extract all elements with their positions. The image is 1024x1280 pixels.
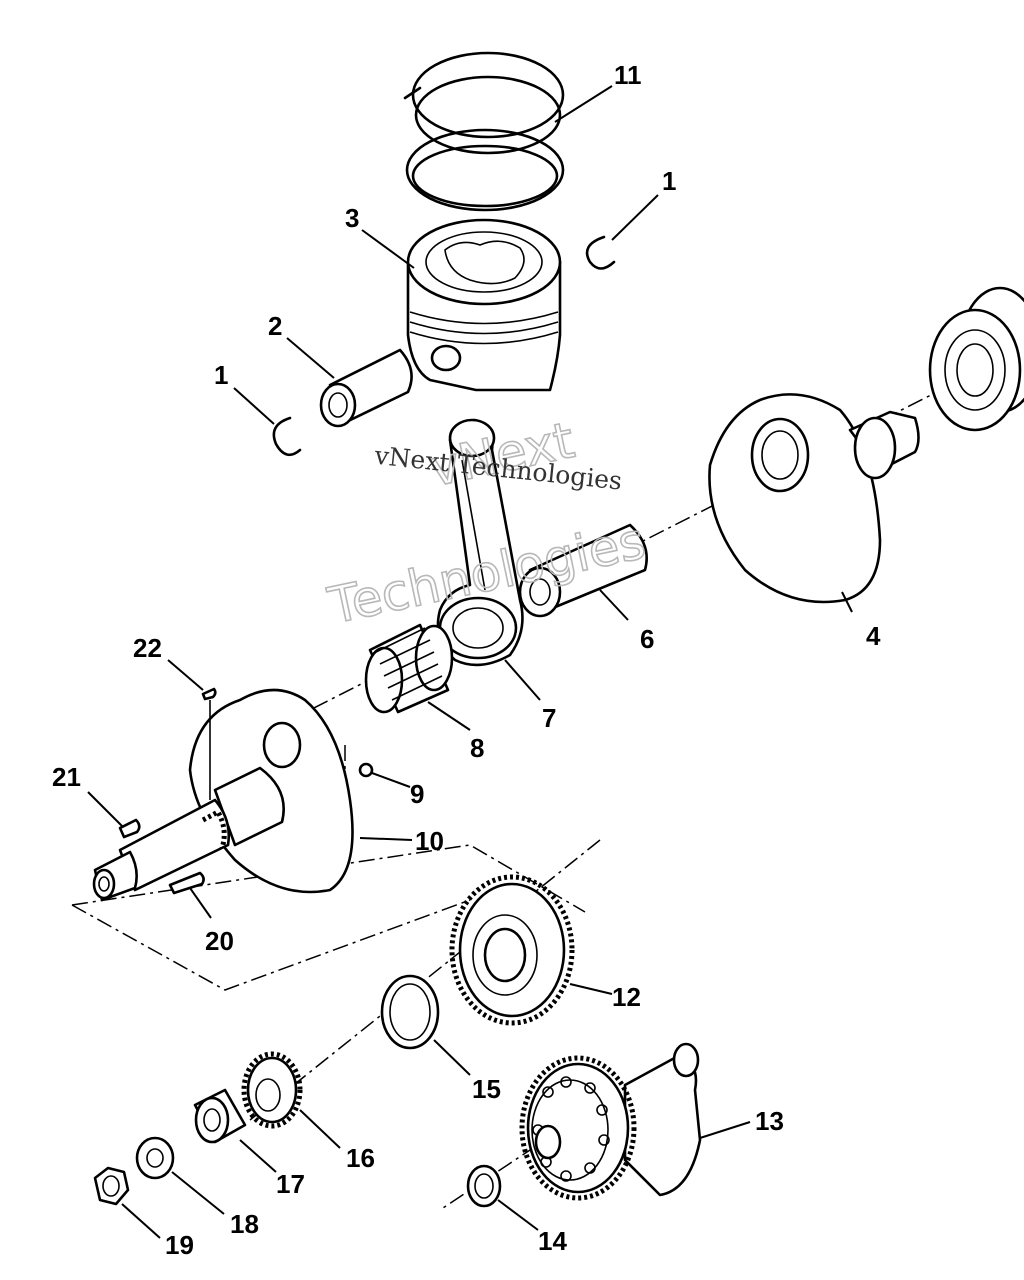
crank-gear — [449, 874, 575, 1026]
callout-8: 7 — [542, 703, 556, 733]
callout-13: 13 — [755, 1106, 784, 1136]
balancer-sprocket — [241, 1051, 303, 1129]
callout-3: 3 — [345, 203, 359, 233]
balancer-washer — [466, 1164, 502, 1208]
thrust-washer — [380, 974, 440, 1050]
callout-15: 15 — [472, 1074, 501, 1104]
circlip-right — [585, 235, 616, 270]
callout-21: 21 — [52, 762, 81, 792]
callout-20: 20 — [205, 926, 234, 956]
dowel-pin — [358, 762, 374, 778]
callout-1-right: 1 — [662, 166, 676, 196]
needle-bearing — [364, 623, 454, 714]
circlip-left — [272, 416, 302, 457]
callout-labels: 11 1 3 2 1 4 6 7 8 9 10 20 21 22 12 13 1… — [52, 60, 881, 1260]
woodruff-key-20 — [168, 871, 205, 895]
callout-7: 6 — [640, 624, 654, 654]
callout-9: 8 — [470, 733, 484, 763]
callout-11: 10 — [415, 826, 444, 856]
crank-pin — [518, 523, 648, 618]
leader-lines — [87, 85, 853, 1239]
piston-pin — [319, 348, 413, 428]
callout-16: 16 — [346, 1143, 375, 1173]
callout-6: 4 — [866, 621, 881, 651]
flat-washer — [135, 1136, 175, 1180]
small-pin — [201, 687, 217, 701]
callout-12: 12 — [612, 982, 641, 1012]
lock-nut — [193, 1088, 247, 1144]
balancer-shaft — [519, 1042, 702, 1201]
callout-2: 2 — [268, 311, 282, 341]
callout-14: 14 — [538, 1226, 567, 1256]
callout-18: 18 — [230, 1209, 259, 1239]
callout-4: 11 — [614, 60, 642, 90]
callout-22: 22 — [133, 633, 162, 663]
crank-half-right — [708, 393, 920, 604]
crank-half-left — [92, 688, 354, 902]
piston-rings — [403, 51, 565, 212]
callout-1-left: 1 — [214, 360, 228, 390]
callout-19: 19 — [165, 1230, 194, 1260]
callout-17: 17 — [276, 1169, 305, 1199]
woodruff-key-21 — [118, 818, 141, 839]
callout-10: 9 — [410, 779, 424, 809]
hex-nut — [93, 1166, 130, 1206]
main-bearing — [928, 286, 1024, 432]
piston — [406, 218, 562, 392]
